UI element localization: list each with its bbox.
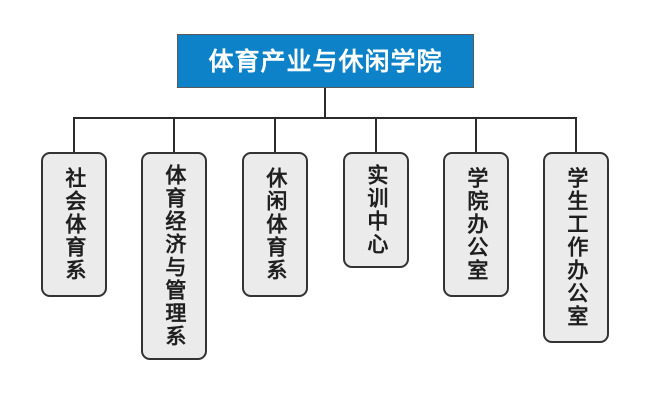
child-node-label-5: 学院办公室 — [464, 167, 489, 282]
child-node-social-sports-dept[interactable]: 社会体育系 — [41, 152, 107, 297]
connector-drop-3 — [274, 117, 276, 153]
root-node-school[interactable]: 体育产业与休闲学院 — [177, 34, 474, 88]
connector-root-stem — [324, 88, 326, 119]
child-node-leisure-sports-dept[interactable]: 休闲体育系 — [242, 152, 308, 297]
child-node-label-3: 休闲体育系 — [263, 167, 288, 282]
connector-drop-1 — [73, 117, 75, 153]
child-node-training-center[interactable]: 实训中心 — [343, 152, 409, 268]
root-node-label: 体育产业与休闲学院 — [208, 46, 443, 76]
connector-drop-2 — [173, 117, 175, 153]
connector-horizontal-bus — [74, 117, 577, 119]
child-node-student-affairs-office[interactable]: 学生工作办公室 — [543, 152, 609, 343]
connector-drop-5 — [475, 117, 477, 153]
child-node-label-6: 学生工作办公室 — [564, 167, 589, 328]
connector-drop-6 — [575, 117, 577, 153]
child-node-label-2: 体育经济与管理系 — [162, 164, 187, 348]
child-node-sports-econ-mgmt-dept[interactable]: 体育经济与管理系 — [141, 152, 207, 360]
connector-drop-4 — [375, 117, 377, 153]
child-node-college-office[interactable]: 学院办公室 — [443, 152, 509, 297]
child-node-label-1: 社会体育系 — [62, 167, 87, 282]
child-node-label-4: 实训中心 — [364, 164, 389, 256]
